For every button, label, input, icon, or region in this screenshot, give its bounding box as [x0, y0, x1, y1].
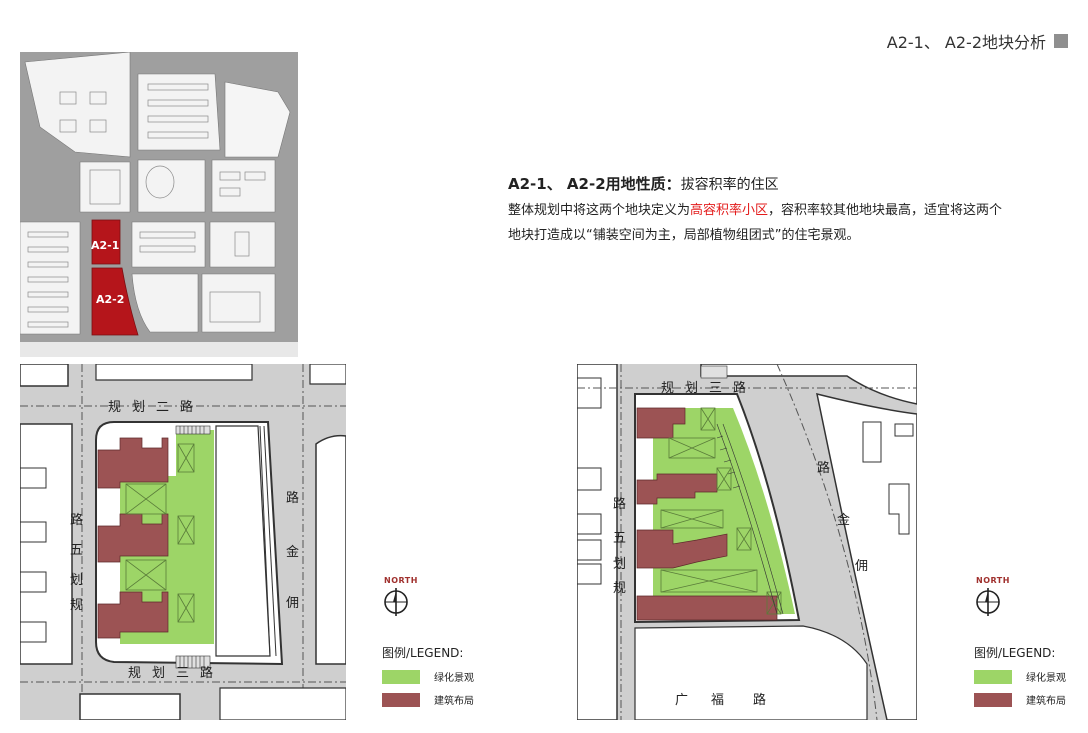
road-left-char-3: 划	[70, 573, 83, 588]
page-title: A2-1、 A2-2地块分析	[886, 33, 1046, 52]
road-top-char-3: 三	[709, 381, 722, 396]
road-left-char-1: 路	[613, 496, 626, 512]
road-top-char-2: 划	[685, 381, 698, 396]
road-right-char-3: 佣	[286, 596, 299, 611]
road-right-char-2: 金	[837, 512, 850, 528]
road-top-char-1: 规	[108, 400, 121, 415]
site-context-map-drawing: A2-1 A2-2	[20, 52, 298, 357]
road-left-char-3: 划	[613, 557, 626, 572]
legend-left: NORTH 图例/LEGEND: 绿化景观 建筑布局	[382, 576, 492, 707]
plan-a21-drawing: 规 划 二 路 规 划 三 路 路 五 划 规 路 金 佣	[20, 364, 346, 720]
plot-a21-label: A2-1	[91, 239, 119, 252]
legend-item-building: 建筑布局	[974, 692, 1084, 707]
legend-label-green: 绿化景观	[1026, 673, 1066, 684]
road-bottom-char-1: 广	[675, 693, 688, 708]
land-use-heading: A2-1、 A2-2用地性质：	[508, 175, 681, 193]
plot-a22-area	[91, 267, 139, 336]
header-square-icon	[1054, 34, 1068, 48]
description-text-before: 整体规划中将这两个地块定义为	[508, 203, 691, 218]
description-line-3: 地块打造成以“铺装空间为主，局部植物组团式”的住宅景观。	[508, 228, 860, 243]
building-swatch-icon	[382, 692, 420, 707]
plot-a22-label: A2-2	[96, 293, 124, 306]
road-bottom-char-2: 划	[152, 666, 165, 681]
legend-item-green: 绿化景观	[974, 669, 1084, 684]
legend-label-building: 建筑布局	[434, 696, 474, 707]
building-swatch-icon	[974, 692, 1012, 707]
road-bottom-char-2: 福	[711, 693, 724, 708]
description-highlight: 高容积率小区	[690, 203, 769, 218]
road-right-char-1: 路	[286, 490, 299, 506]
green-swatch-icon	[974, 669, 1012, 684]
north-label: NORTH	[976, 576, 1010, 585]
road-top-char-3: 二	[156, 400, 169, 415]
legend-item-building: 建筑布局	[382, 692, 492, 707]
road-right-char-1: 路	[817, 460, 830, 476]
road-left-char-1: 路	[70, 512, 83, 528]
description-text-after: ，容积率较其他地块最高，适宜将这两个	[768, 203, 1003, 218]
legend-item-green: 绿化景观	[382, 669, 492, 684]
road-left-char-2: 五	[70, 543, 83, 558]
road-top-char-2: 划	[132, 400, 145, 415]
road-right-char-3: 佣	[855, 559, 868, 574]
road-top-char-1: 规	[661, 381, 674, 396]
land-use-type: 拔容积率的住区	[680, 177, 779, 193]
plan-a22: 规 划 三 路 广 福 路 路 五 划 规 路 金 佣	[577, 364, 917, 720]
land-use-description: A2-1、 A2-2用地性质：拔容积率的住区 整体规划中将这两个地块定义为高容积…	[508, 172, 1078, 248]
road-bottom-char-4: 路	[200, 665, 213, 681]
north-arrow-icon	[976, 588, 1000, 616]
road-bottom-char-1: 规	[128, 666, 141, 681]
road-top-char-4: 路	[733, 380, 746, 396]
road-left-char-2: 五	[613, 531, 626, 546]
legend-title: 图例/LEGEND:	[382, 646, 464, 660]
legend-label-green: 绿化景观	[434, 673, 474, 684]
plot-a21-area	[91, 219, 121, 265]
road-top-char-4: 路	[180, 399, 193, 415]
green-swatch-icon	[382, 669, 420, 684]
north-label: NORTH	[384, 576, 418, 585]
legend-title: 图例/LEGEND:	[974, 646, 1056, 660]
legend-right: NORTH 图例/LEGEND: 绿化景观 建筑布局	[974, 576, 1084, 707]
road-left-char-4: 规	[70, 598, 83, 613]
road-bottom-char-3: 三	[176, 666, 189, 681]
plan-a21: 规 划 二 路 规 划 三 路 路 五 划 规 路 金 佣	[20, 364, 346, 720]
site-context-map: A2-1 A2-2	[20, 52, 298, 357]
page-header: A2-1、 A2-2地块分析	[887, 29, 1068, 53]
road-right-char-2: 金	[286, 544, 299, 560]
road-left-char-4: 规	[613, 581, 626, 596]
legend-label-building: 建筑布局	[1026, 696, 1066, 707]
plan-a22-drawing: 规 划 三 路 广 福 路 路 五 划 规 路 金 佣	[577, 364, 917, 720]
north-arrow-icon	[384, 588, 408, 616]
road-bottom-char-3: 路	[753, 692, 766, 708]
